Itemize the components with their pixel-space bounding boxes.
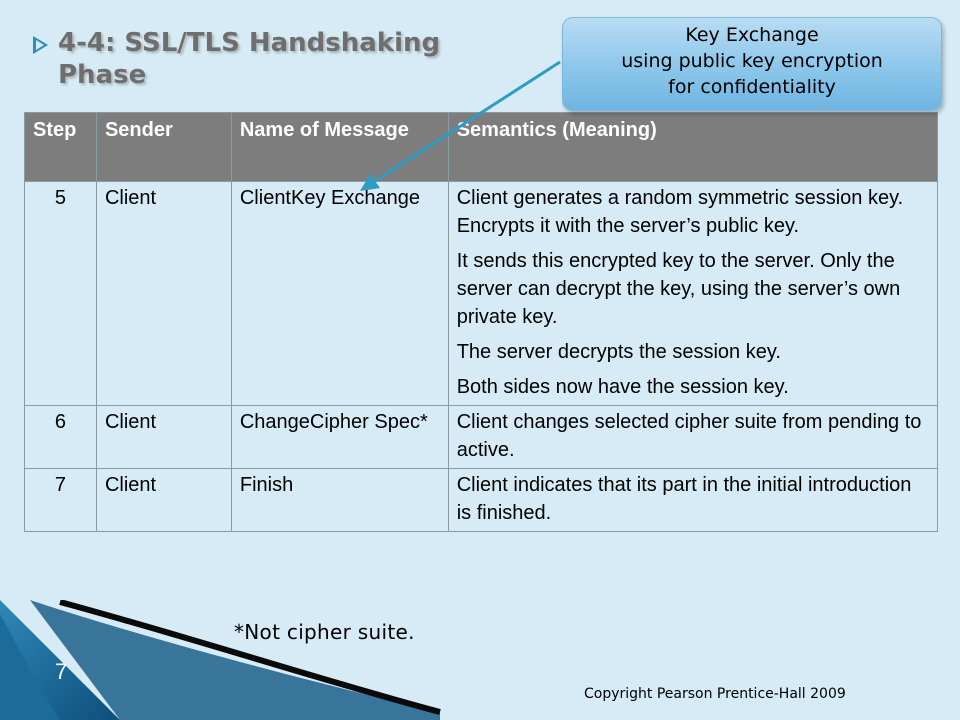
message-name-cell: Finish [230, 468, 449, 532]
semantics-paragraph: It sends this encrypted key to the serve… [456, 250, 901, 328]
header-semantics: Semantics (Meaning) [447, 112, 939, 182]
semantics-cell: Client indicates that its part in the in… [447, 468, 939, 532]
header-sender: Sender [95, 112, 232, 182]
header-step: Step [24, 112, 97, 182]
slide-title: 4-4: SSL/TLS Handshaking Phase [58, 28, 441, 90]
sender-cell: Client [95, 181, 232, 406]
sender-cell: Client [95, 468, 232, 532]
semantics-cell: Client changes selected cipher suite fro… [447, 405, 939, 469]
semantics-cell: Client generates a random symmetric sess… [447, 181, 939, 406]
callout-line-3: for confidentiality [668, 76, 836, 98]
copyright-notice: Copyright Pearson Prentice-Hall 2009 [584, 686, 846, 702]
handshake-table: Step Sender Name of Message Semantics (M… [24, 112, 939, 532]
footnote: *Not cipher suite. [234, 620, 415, 644]
semantics-paragraph: Client indicates that its part in the in… [456, 474, 912, 524]
step-cell: 7 [24, 468, 97, 532]
table-header-row: Step Sender Name of Message Semantics (M… [24, 112, 939, 182]
semantics-paragraph: Both sides now have the session key. [456, 376, 789, 398]
sender-cell: Client [95, 405, 232, 469]
semantics-paragraph: Client generates a random symmetric sess… [456, 187, 904, 237]
table-row: 5 Client ClientKey Exchange Client gener… [24, 181, 939, 406]
title-bullet-arrow-icon [33, 36, 48, 54]
message-name-cell: ChangeCipher Spec* [230, 405, 449, 469]
page-number: 7 [55, 659, 68, 684]
key-exchange-callout: Key Exchange using public key encryption… [562, 17, 942, 111]
semantics-paragraph: The server decrypts the session key. [456, 341, 781, 363]
table-row: 6 Client ChangeCipher Spec* Client chang… [24, 405, 939, 469]
callout-line-2: using public key encryption [621, 50, 883, 72]
step-cell: 5 [24, 181, 97, 406]
semantics-paragraph: Client changes selected cipher suite fro… [456, 411, 922, 461]
callout-line-1: Key Exchange [685, 24, 819, 46]
step-cell: 6 [24, 405, 97, 469]
footer-wave-decoration [0, 600, 441, 720]
table-row: 7 Client Finish Client indicates that it… [24, 468, 939, 532]
header-message-name: Name of Message [230, 112, 449, 182]
message-name-cell: ClientKey Exchange [230, 181, 449, 406]
